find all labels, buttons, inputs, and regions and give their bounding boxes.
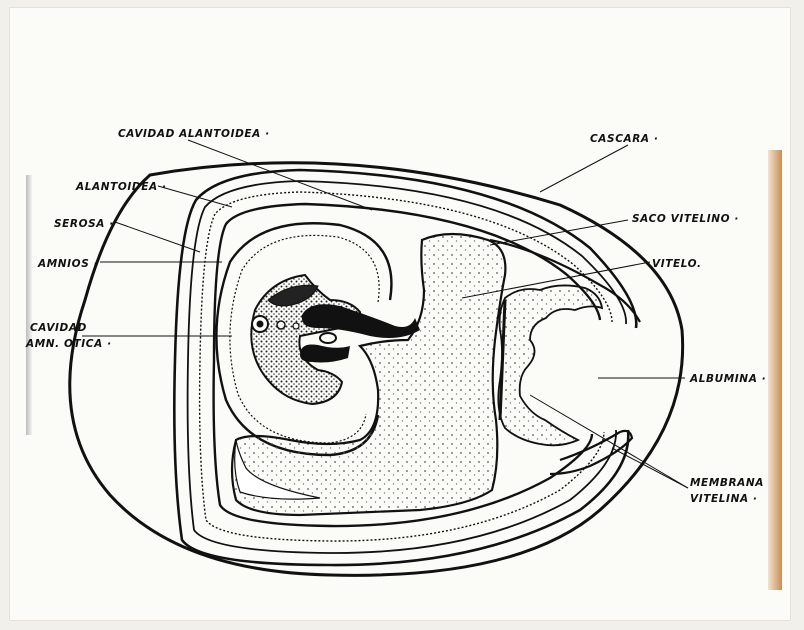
umbilical-hole (320, 333, 336, 343)
leader-saco-vitelino (490, 220, 628, 245)
label-cavidad-alantoidea: CAVIDAD ALANTOIDEA · (118, 128, 270, 140)
label-amnios: AMNIOS · (37, 258, 98, 270)
label-membrana-vitelina-line2: VITELINA · (690, 493, 758, 505)
amnion-membrane (216, 223, 391, 455)
label-cavidad-amniotica-line1: CAVIDAD (30, 322, 87, 334)
label-albumina: ALBUMINA · (689, 373, 766, 385)
label-saco-vitelino: SACO VITELINO · (632, 213, 739, 225)
vitelline-membrane (498, 285, 602, 445)
umbilical-stalk-lower (300, 344, 350, 362)
label-serosa: SEROSA · (54, 218, 114, 230)
leader-cascara (540, 145, 628, 192)
label-cavidad-amniotica-line2: AMN. OTICA · (25, 338, 112, 350)
leader-cavidad-alantoidea (188, 140, 372, 210)
embryo-spot-small (277, 321, 285, 329)
label-vitelo: VITELO. (652, 258, 702, 270)
label-membrana-vitelina-line1: MEMBRANA (690, 477, 764, 489)
embryo-spot-tiny (293, 323, 299, 329)
label-cascara: CASCARA · (590, 133, 658, 145)
embryo-eye-inner (257, 321, 264, 328)
label-alantoidea: ALANTOIDEA · (75, 181, 167, 193)
